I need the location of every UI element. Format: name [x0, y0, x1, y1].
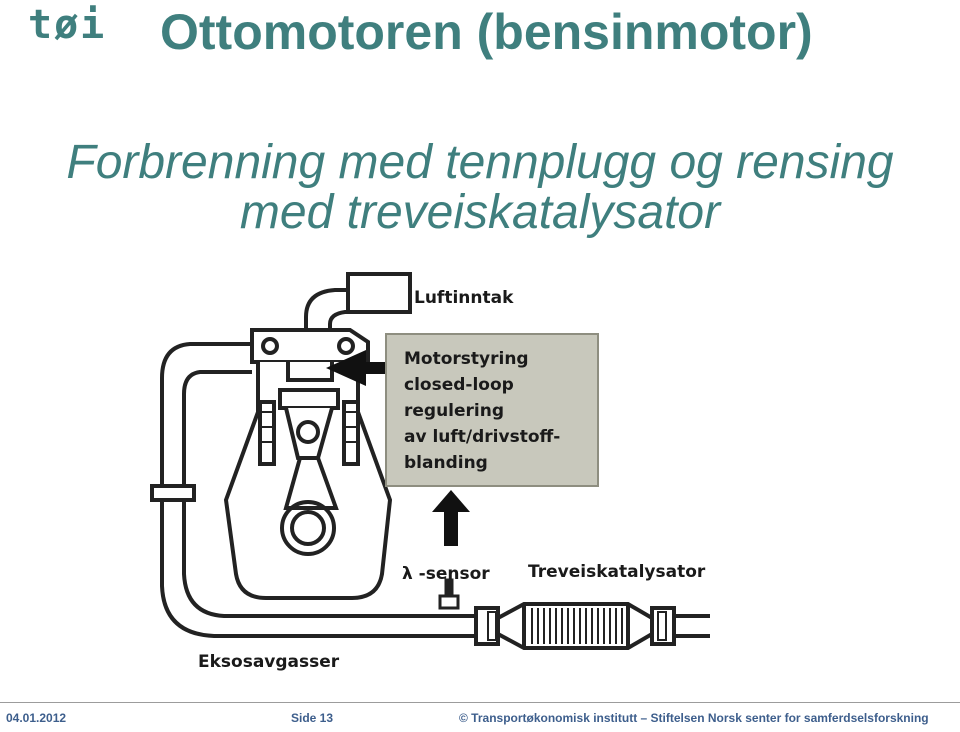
piston-assembly	[278, 388, 340, 556]
lambda-sensor	[438, 578, 460, 610]
control-box-line-3: regulering	[404, 401, 504, 421]
engine-diagram: Luftinntak Motorstyring closed-loop regu…	[150, 272, 710, 672]
catalytic-converter	[474, 602, 710, 650]
exhaust-label: Eksosavgasser	[198, 652, 340, 672]
lambda-sensor-label: λ -sensor	[402, 564, 490, 584]
air-intake-duct	[304, 272, 412, 352]
arrow-from-sensor	[432, 490, 470, 546]
toi-logo: tøi	[28, 4, 118, 46]
control-box-line-2: closed-loop	[404, 375, 514, 395]
subtitle-line-1: Forbrenning med tennplugg og rensing	[66, 136, 894, 189]
engine-block	[223, 328, 393, 600]
control-box-line-4: av luft/drivstoff-	[404, 427, 560, 447]
page-title: Ottomotoren (bensinmotor)	[160, 4, 813, 60]
footer-page-number: Side 13	[291, 711, 334, 725]
footer-copyright: © Transportøkonomisk institutt – Stiftel…	[459, 711, 929, 725]
control-box-line-5: blanding	[404, 453, 488, 473]
subtitle: Forbrenning med tennplugg og rensing med…	[0, 138, 960, 238]
footer-date: 04.01.2012	[6, 711, 67, 725]
air-intake-label: Luftinntak	[414, 288, 514, 308]
subtitle-line-2: med treveiskatalysator	[239, 186, 721, 239]
arrow-to-intake	[326, 350, 388, 386]
exhaust-pipe	[150, 342, 476, 638]
catalyst-label: Treveiskatalysator	[528, 562, 706, 582]
logo-text: tøi	[28, 2, 107, 48]
control-box-line-1: Motorstyring	[404, 349, 529, 369]
control-box	[385, 333, 599, 487]
footer-divider	[0, 702, 960, 703]
